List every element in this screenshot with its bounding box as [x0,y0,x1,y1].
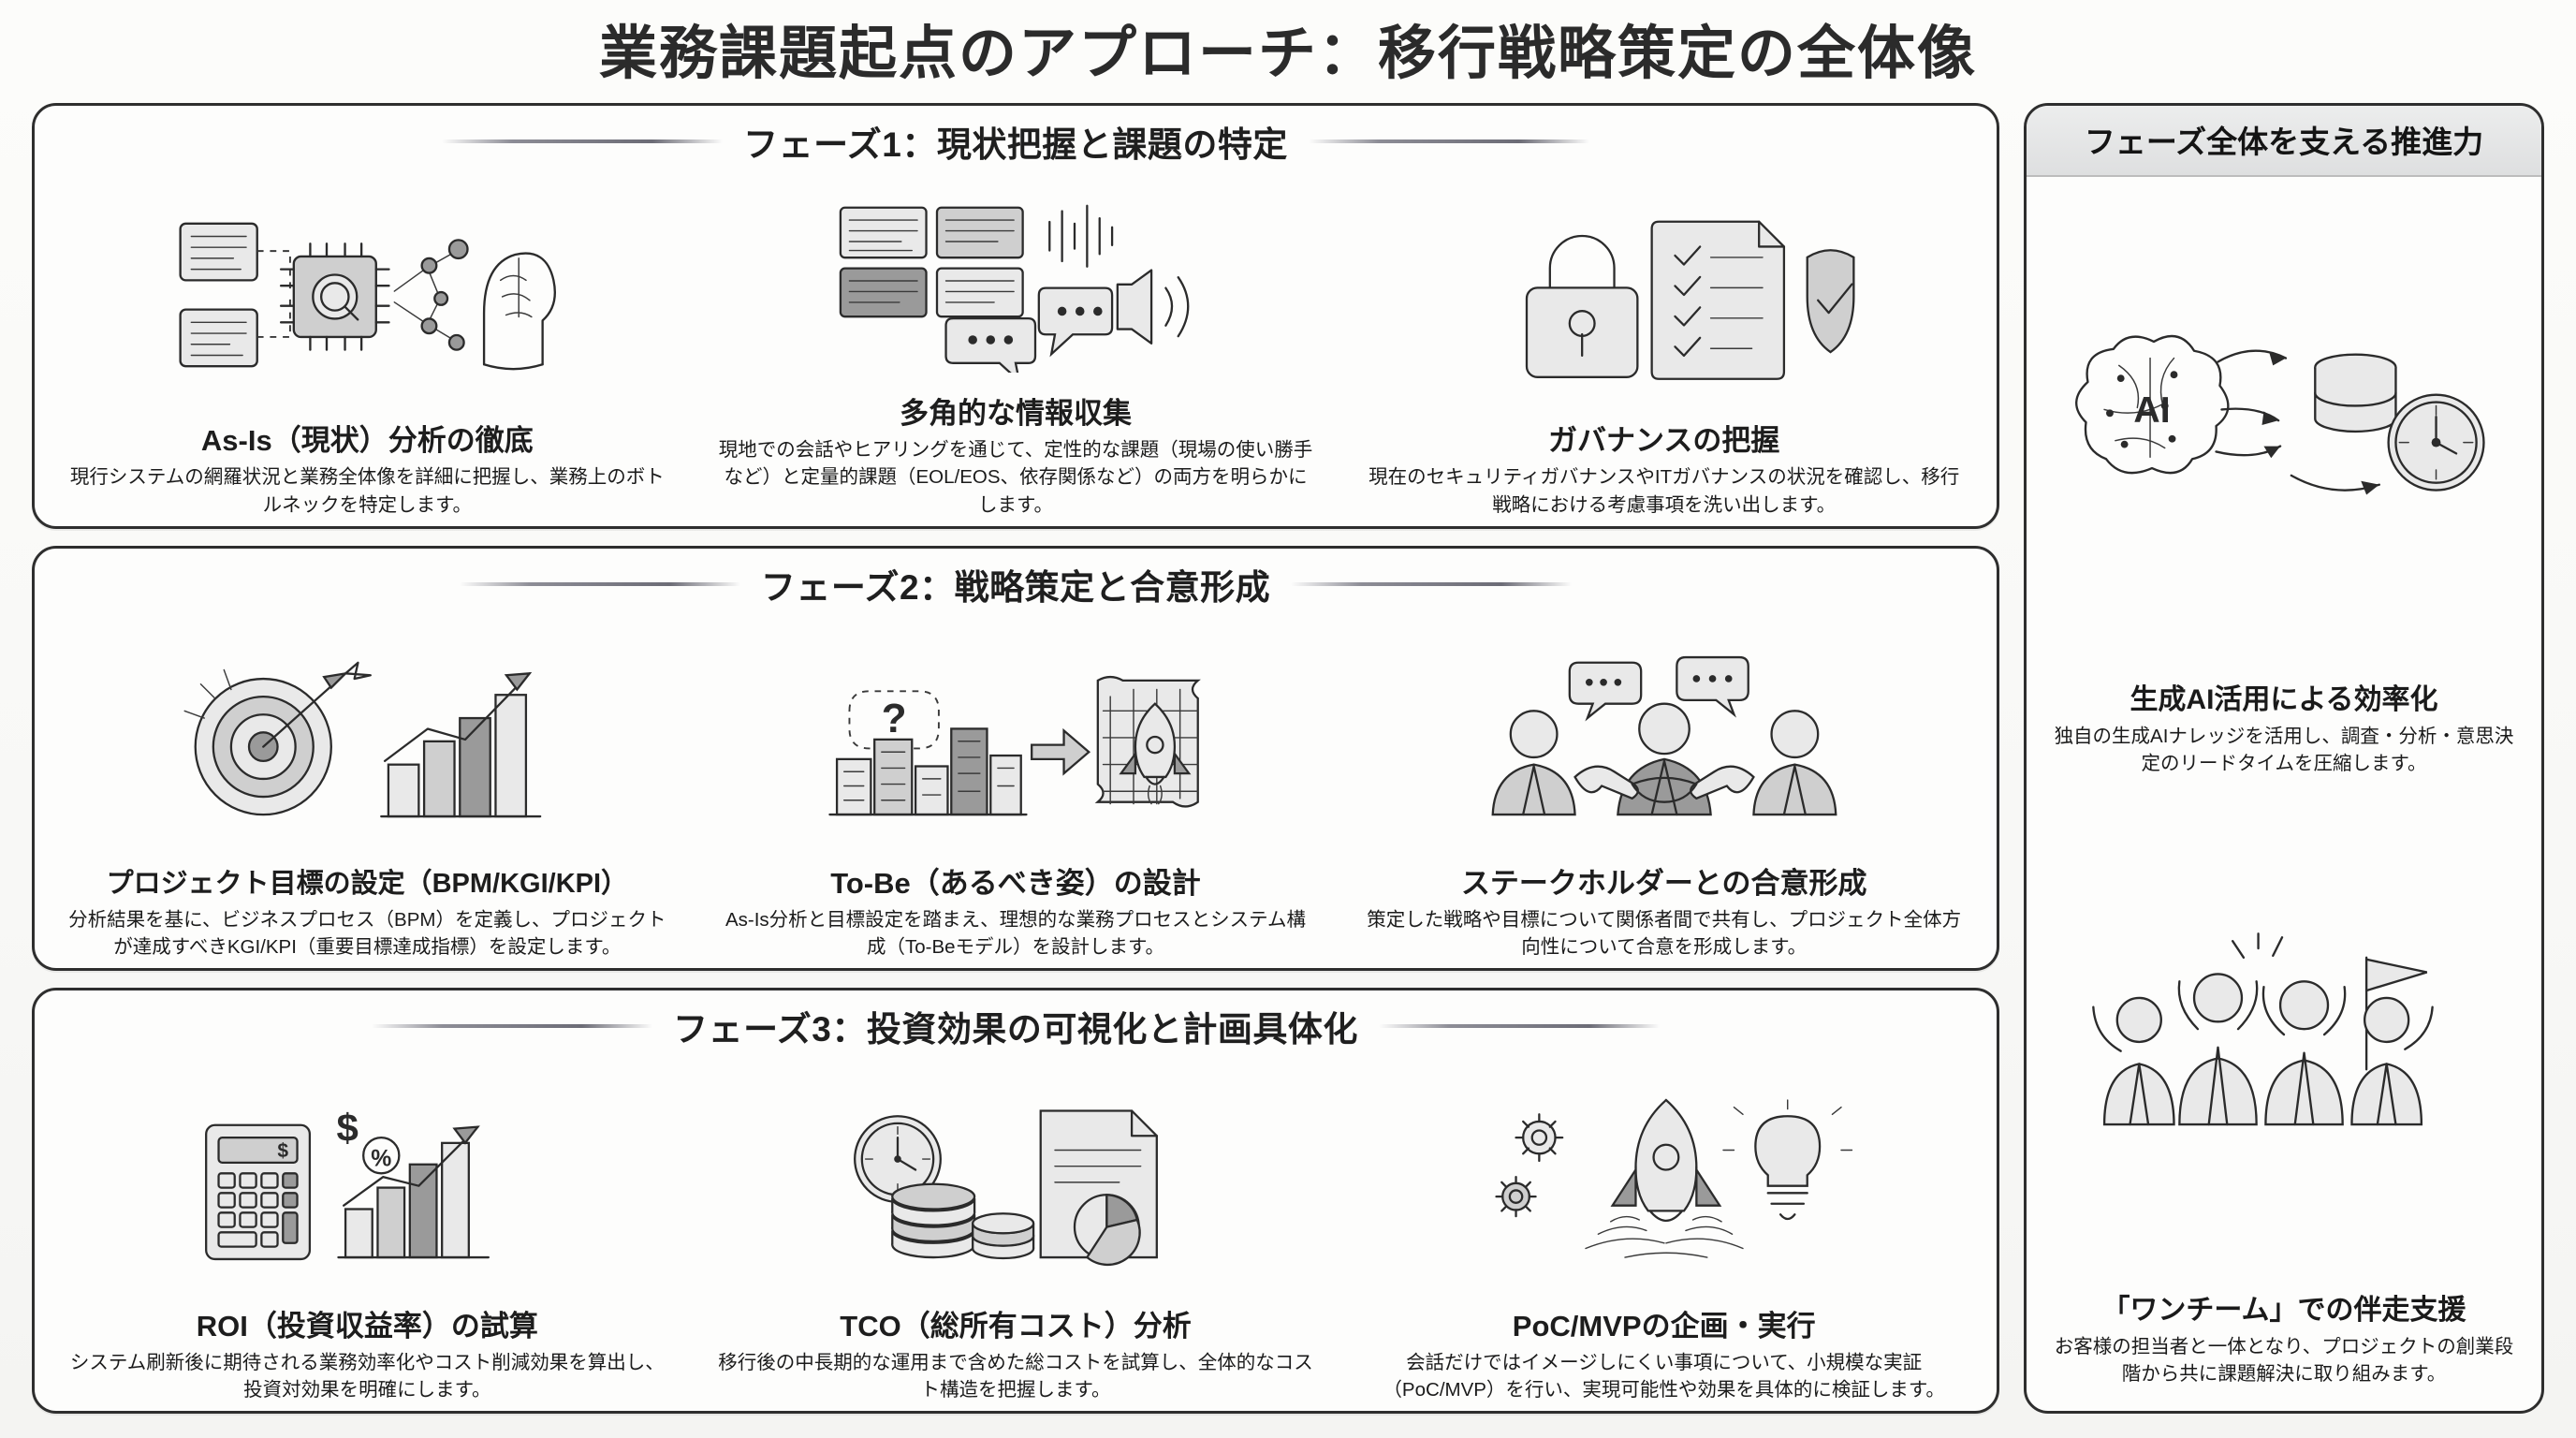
card-description: システム刷新後に期待される業務効率化やコスト削減効果を算出し、投資対効果を明確に… [69,1351,665,1401]
card-description: 現地での会話やヒアリングを通じて、定性的な課題（現場の使い勝手など）と定量的課題… [718,439,1313,516]
card-project-goals[interactable]: プロジェクト目標の設定（BPM/KGI/KPI） 分析結果を基に、ビジネスプロセ… [50,610,685,961]
phase-rule-left [372,1024,653,1029]
interview-documents-icon [704,168,1328,394]
card-description: As-Is分析と目標設定を踏まえ、理想的な業務プロセスとシステム構成（To-Be… [724,909,1307,959]
sidebar-block-one-team[interactable]: 「ワンチーム」での伴走支援 お客様の担当者と一体となり、プロジェクトの創業段階か… [2027,787,2541,1398]
card-description: 移行後の中長期的な運用まで含めた総コストを試算し、全体的なコスト構造を把握します… [718,1351,1313,1401]
card-title: プロジェクト目標の設定（BPM/KGI/KPI） [106,869,629,900]
rocket-gear-lightbulb-icon [1352,1052,1976,1306]
phase-1-panel: フェーズ1：現状把握と課題の特定 [32,103,1999,529]
card-description: 分析結果を基に、ビジネスプロセス（BPM）を定義し、プロジェクトが達成すべきKG… [68,909,666,959]
sidebar-block-title: 「ワンチーム」での伴走支援 [2101,1294,2466,1326]
sidebar-block-title: 生成AI活用による効率化 [2130,683,2438,715]
phase-1-cards: As-Is（現状）分析の徹底 現行システムの網羅状況と業務全体像を詳細に把握し、… [50,168,1982,519]
card-title: To-Be（あるべき姿）の設計 [830,866,1201,900]
card-title: PoC/MVPの企画・実行 [1512,1309,1816,1343]
target-dartboard-growth-chart-icon [55,610,680,867]
card-poc-mvp[interactable]: PoC/MVPの企画・実行 会話だけではイメージしにくい事項について、小規模な実… [1346,1052,1982,1403]
phase-rule-left [459,581,740,586]
phase-3-cards: $ [50,1052,1982,1403]
card-title: ROI（投資収益率）の試算 [196,1309,538,1343]
supporting-forces-header: フェーズ全体を支える推進力 [2027,106,2541,177]
team-flag-people-icon [2064,793,2504,1283]
card-title: TCO（総所有コスト）分析 [840,1309,1192,1343]
phase-3-panel: フェーズ3：投資効果の可視化と計画具体化 $ [32,988,1999,1415]
title-bar: 業務課題起点のアプローチ：移行戦略策定の全体像 [0,0,2576,103]
lock-checklist-shield-icon [1352,168,1976,421]
phases-column: フェーズ1：現状把握と課題の特定 [32,103,1999,1415]
supporting-forces-title: フェーズ全体を支える推進力 [2084,125,2484,159]
city-to-blueprint-rocket-icon: ? [704,610,1328,864]
phase-rule-right [1308,139,1589,143]
card-title: As-Is（現状）分析の徹底 [200,424,534,458]
phase-1-header: フェーズ1：現状把握と課題の特定 [50,115,1982,168]
svg-text:AI: AI [2133,390,2170,431]
phase-2-header: フェーズ2：戦略策定と合意形成 [50,558,1982,610]
card-title: ガバナンスの把握 [1547,424,1780,458]
card-roi[interactable]: $ [50,1052,685,1403]
page-title: 業務課題起点のアプローチ：移行戦略策定の全体像 [598,22,1977,86]
phase-rule-right [1378,1024,1660,1029]
system-network-analysis-icon [55,168,680,421]
phase-2-panel: フェーズ2：戦略策定と合意形成 [32,545,1999,972]
phase-rule-left [442,139,724,143]
clock-coins-document-icon [704,1052,1328,1306]
card-as-is-analysis[interactable]: As-Is（現状）分析の徹底 現行システムの網羅状況と業務全体像を詳細に把握し、… [50,168,685,519]
card-description: 策定した戦略や目標について関係者間で共有し、プロジェクト全体方向性について合意を… [1367,909,1962,959]
card-information-gathering[interactable]: 多角的な情報収集 現地での会話やヒアリングを通じて、定性的な課題（現場の使い勝手… [698,168,1334,519]
card-to-be-design[interactable]: ? [698,610,1334,961]
phase-3-header: フェーズ3：投資効果の可視化と計画具体化 [50,1000,1982,1052]
card-title: 多角的な情報収集 [900,397,1132,431]
sidebar-block-description: 独自の生成AIナレッジを活用し、調査・分析・意思決定のリードタイムを圧縮します。 [2054,725,2514,775]
card-description: 現行システムの網羅状況と業務全体像を詳細に把握し、業務上のボトルネックを特定しま… [69,466,665,516]
card-stakeholder-agreement[interactable]: ステークホルダーとの合意形成 策定した戦略や目標について関係者間で共有し、プロジ… [1346,610,1982,961]
svg-text:$: $ [278,1140,289,1162]
supporting-forces-panel: フェーズ全体を支える推進力 [2024,103,2544,1414]
content-area: フェーズ1：現状把握と課題の特定 [0,103,2576,1432]
supporting-forces-column: フェーズ全体を支える推進力 [2024,103,2544,1414]
card-governance[interactable]: ガバナンスの把握 現在のセキュリティガバナンスやITガバナンスの状況を確認し、移… [1346,168,1982,519]
phase-1-title: フェーズ1：現状把握と課題の特定 [743,125,1288,164]
card-description: 会話だけではイメージしにくい事項について、小規模な実証（PoC/MVP）を行い、… [1383,1351,1945,1401]
sidebar-block-description: お客様の担当者と一体となり、プロジェクトの創業段階から共に課題解決に取り組みます… [2054,1335,2514,1386]
svg-text:?: ? [882,697,907,742]
card-title: ステークホルダーとの合意形成 [1460,866,1867,900]
ai-brain-database-clock-icon: AI [2064,183,2504,672]
phase-2-title: フェーズ2：戦略策定と合意形成 [760,567,1271,607]
svg-text:$: $ [337,1106,359,1150]
phase-3-title: フェーズ3：投資効果の可視化と計画具体化 [673,1010,1358,1049]
handshake-agreement-icon [1352,610,1976,864]
svg-text:%: % [372,1147,392,1172]
calculator-dollar-growth-icon: $ [55,1052,680,1306]
sidebar-block-generative-ai[interactable]: AI [2027,177,2541,787]
card-tco[interactable]: TCO（総所有コスト）分析 移行後の中長期的な運用まで含めた総コストを試算し、全… [698,1052,1334,1403]
phase-2-cards: プロジェクト目標の設定（BPM/KGI/KPI） 分析結果を基に、ビジネスプロセ… [50,610,1982,961]
card-description: 現在のセキュリティガバナンスやITガバナンスの状況を確認し、移行戦略における考慮… [1368,466,1960,516]
phase-rule-right [1291,581,1573,586]
